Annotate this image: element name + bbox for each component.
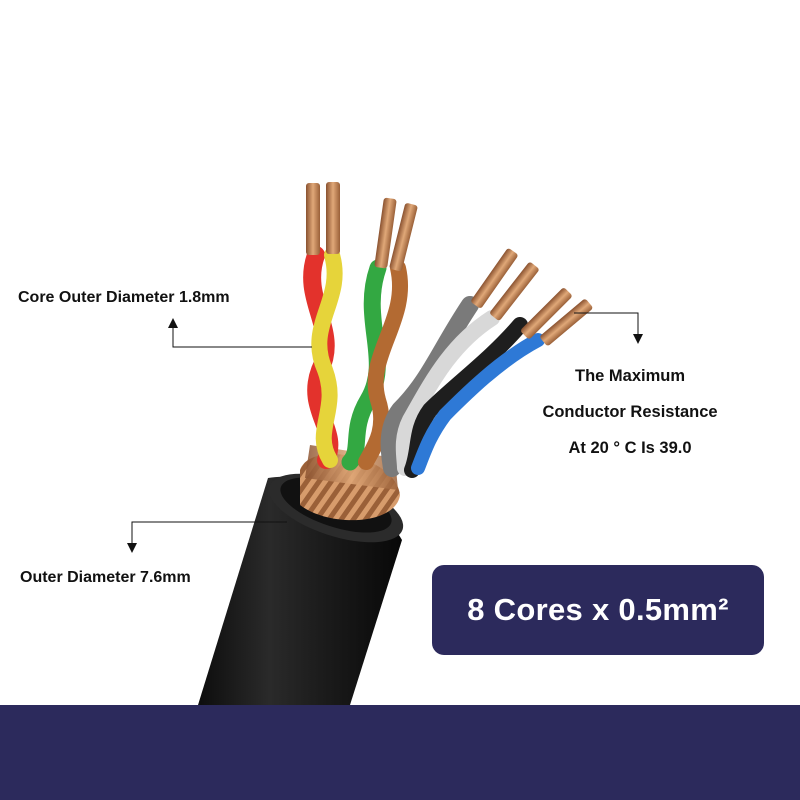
outer-diameter-label: Outer Diameter 7.6mm: [20, 569, 191, 586]
resistance-label-line1: The Maximum: [574, 367, 686, 385]
resistance-label: The Maximum Conductor Resistance At 20 °…: [530, 358, 730, 466]
copper-conductor-tips: [306, 182, 593, 346]
callout-resistance: [574, 312, 639, 335]
core-wire-blue: [411, 333, 545, 475]
callout-outer-diameter: [131, 521, 287, 545]
arrow-down-icon: [633, 334, 643, 344]
resistance-label-line3: At 20 ° C Is 39.0: [568, 439, 692, 457]
core-wire-brown: [358, 260, 408, 470]
callout-core-diameter: [172, 325, 312, 348]
footer-band: [0, 705, 800, 800]
core-wire-grey: [380, 296, 479, 477]
core-wire-white: [395, 310, 500, 476]
core-wire-black: [404, 317, 528, 478]
core-wire-yellow: [311, 247, 343, 468]
spec-badge: 8 Cores x 0.5mm²: [432, 565, 764, 655]
arrow-down-icon: [127, 543, 137, 553]
resistance-label-line2: Conductor Resistance: [542, 403, 718, 421]
core-outer-diameter-label: Core Outer Diameter 1.8mm: [18, 289, 230, 306]
arrow-up-icon: [168, 318, 178, 328]
spec-badge-text: 8 Cores x 0.5mm²: [467, 592, 729, 627]
